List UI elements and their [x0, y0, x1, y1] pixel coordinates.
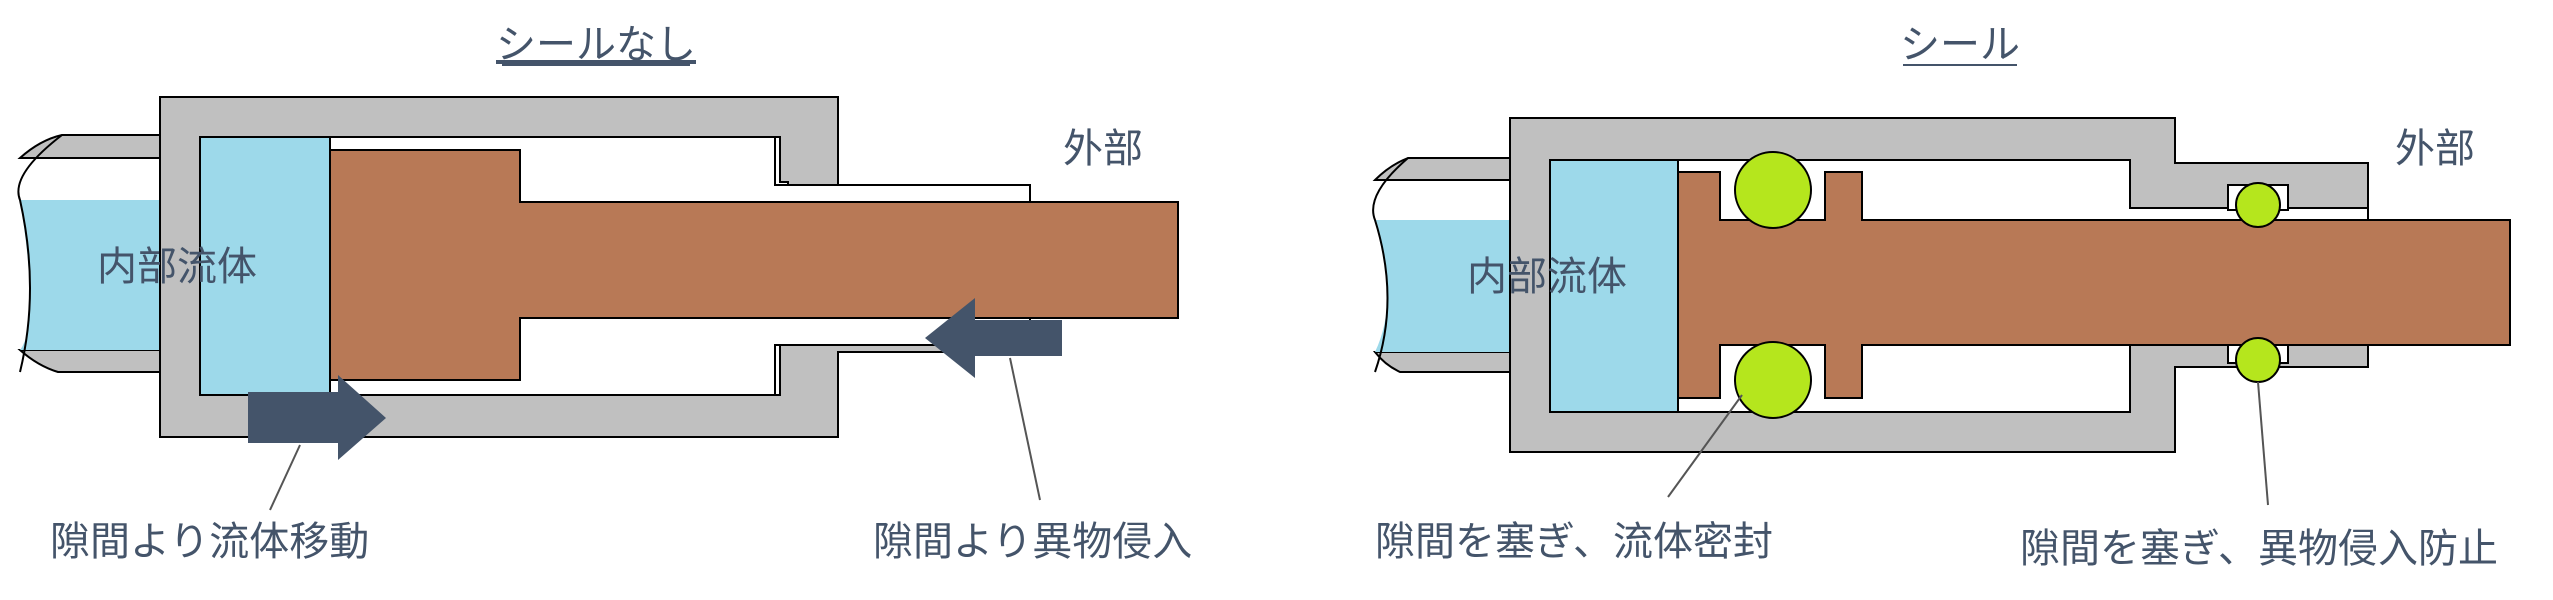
- callout-line-seal: [1667, 394, 1743, 498]
- pipe-edge-curve: [17, 134, 63, 373]
- arrow-fluid-out: [248, 375, 386, 460]
- title-seal: シール: [1900, 22, 2020, 68]
- panel-seal: シール 外部 内部流体 隙間を塞ぎ、流体密封 隙間を塞ぎ、異物侵入防止: [1372, 22, 2511, 572]
- piston-left: [329, 149, 1179, 381]
- pipe-wall-top-right: [1372, 157, 1511, 181]
- oring-bottom-large: [1734, 341, 1812, 419]
- label-outside-right: 外部: [2395, 126, 2475, 172]
- fluid-right-pipe: [1375, 220, 1550, 352]
- callout-fluid-movement: 隙間より流体移動: [50, 519, 369, 565]
- arrow-foreign-in: [925, 298, 1062, 378]
- panel-no-seal: シールなし 外部 内部流体 隙間より流体移動 隙間より異物侵入: [17, 22, 1192, 565]
- label-fluid-right: 内部流体: [1467, 254, 1627, 300]
- pipe-edge-curve-right: [1372, 157, 1409, 373]
- label-outside-left: 外部: [1063, 126, 1143, 172]
- callout-line-foreign: [1009, 357, 1041, 501]
- callout-seal-foreign: 隙間を塞ぎ、異物侵入防止: [2020, 526, 2498, 572]
- oring-top-small: [2235, 182, 2281, 228]
- label-fluid-left: 内部流体: [97, 244, 257, 290]
- title-no-seal: シールなし: [496, 22, 696, 68]
- callout-seal-fluid: 隙間を塞ぎ、流体密封: [1375, 519, 1773, 565]
- pipe-wall-bottom-left: [17, 349, 161, 373]
- callout-foreign-entry: 隙間より異物侵入: [873, 519, 1192, 565]
- oring-bottom-small: [2235, 337, 2281, 383]
- fluid-chamber-right: [1549, 159, 1679, 413]
- fluid-left-pipe: [20, 200, 200, 350]
- pipe-wall-top-left: [17, 134, 161, 159]
- oring-top-large: [1734, 151, 1812, 229]
- callout-line-fluid: [269, 444, 301, 511]
- pipe-wall-bottom-right: [1372, 351, 1511, 373]
- callout-line-block: [2257, 381, 2269, 506]
